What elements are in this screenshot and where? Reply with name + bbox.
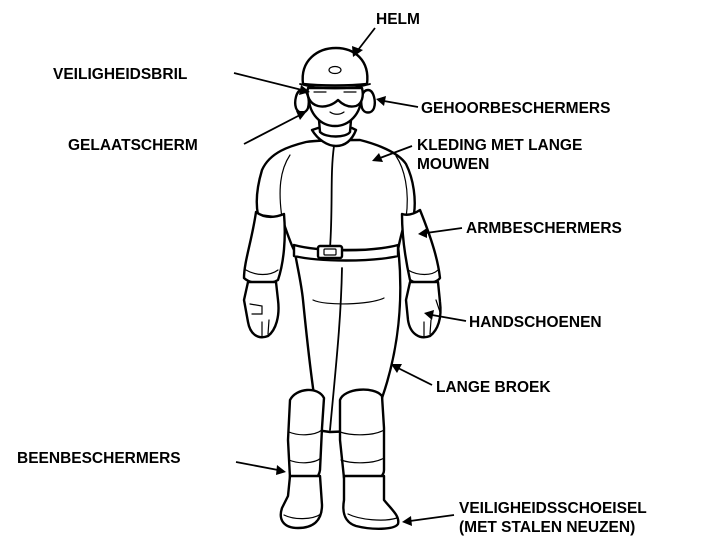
label-helm: HELM (376, 11, 420, 28)
label-lange-broek: LANGE BROEK (436, 379, 551, 396)
label-beenbeschermers: BEENBESCHERMERS (17, 450, 181, 467)
label-armbeschermers: ARMBESCHERMERS (466, 220, 622, 237)
safety-glasses (307, 88, 362, 107)
boot-left (281, 476, 322, 528)
label-veiligheidsbril: VEILIGHEIDSBRIL (53, 66, 187, 83)
arm-guard-left (244, 212, 285, 284)
label-kleding-line2: MOUWEN (417, 156, 489, 173)
leg-guard-right (340, 390, 384, 484)
label-handschoenen: HANDSCHOENEN (469, 314, 602, 331)
worker-figure (244, 48, 441, 529)
label-gehoorbeschermers: GEHOORBESCHERMERS (421, 100, 610, 117)
label-gelaatscherm: GELAATSCHERM (68, 137, 198, 154)
label-kleding-line1: KLEDING MET LANGE (417, 137, 582, 154)
label-schoeisel-line2: (MET STALEN NEUZEN) (459, 519, 635, 536)
label-schoeisel-line1: VEILIGHEIDSSCHOEISEL (459, 500, 647, 517)
leg-guard-left (288, 390, 324, 484)
glove-left (244, 282, 279, 337)
boot-right (343, 476, 398, 529)
glove-right (406, 282, 441, 337)
